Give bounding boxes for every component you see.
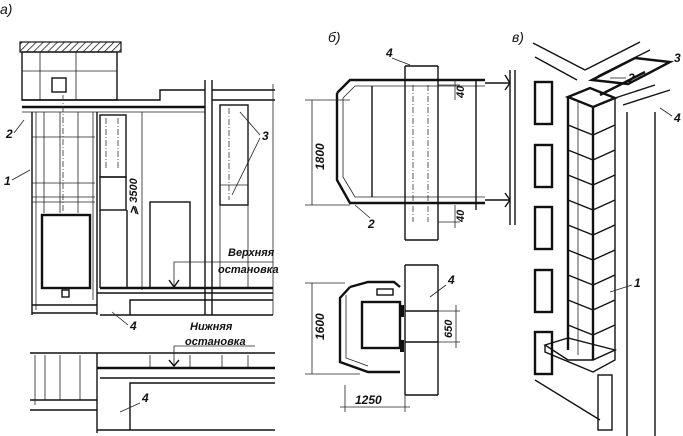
dim-1600: 1600 [313, 313, 327, 340]
panel-c-label: в) [512, 29, 524, 45]
upper-stop-marker: Верхняя остановка [168, 247, 279, 289]
callout-2: 2 [367, 217, 375, 231]
panel-b-plans: б) 1800 40 40 4 2 [305, 29, 516, 412]
machine-room [21, 51, 118, 101]
panel-a-callouts: 2 1 3 4 4 [4, 111, 269, 413]
roof-frame [587, 56, 675, 106]
dim-40-bottom: 40 [455, 209, 467, 223]
pillar [204, 80, 275, 315]
upper-stop-line1: Верхняя [228, 247, 275, 259]
height-dimension: ⩾ 3500 [128, 112, 143, 290]
tower-courses [567, 124, 616, 336]
lift-shaft [31, 95, 98, 315]
upper-floor-slab [97, 286, 273, 316]
callout-2: 2 [5, 127, 13, 141]
upper-stop-line2: остановка [218, 264, 279, 276]
dim-650: 650 [443, 319, 455, 338]
lower-stop-line2: остановка [185, 336, 246, 348]
height-dim-label: ⩾ 3500 [128, 177, 140, 215]
panel-b-label: б) [328, 29, 341, 45]
panel-c-callouts: 2 3 4 1 [609, 51, 681, 293]
lower-plan: 1600 650 1250 4 [305, 264, 460, 412]
counterweight-column [99, 114, 128, 288]
callout-1: 1 [634, 276, 641, 290]
panel-a-section: а) [0, 1, 279, 433]
callout-1: 1 [4, 174, 11, 188]
roof-hatch [19, 41, 122, 53]
lift-car [40, 213, 92, 290]
building-windows [533, 80, 554, 376]
panel-c-isometric: в) [512, 29, 681, 436]
dim-40-top: 40 [455, 85, 467, 99]
dim-1250: 1250 [355, 393, 382, 407]
callout-2: 2 [627, 71, 635, 85]
callout-4: 4 [385, 46, 393, 60]
panel-a-label: а) [0, 1, 12, 17]
winch-icon [51, 77, 67, 93]
callout-4-upper: 4 [129, 319, 137, 333]
lower-stop-line1: Нижняя [190, 321, 233, 333]
upper-plan: 1800 40 40 4 2 [305, 46, 516, 241]
lift-shaft-tower [534, 86, 619, 431]
callout-3: 3 [262, 129, 269, 143]
roof-beam [22, 89, 205, 113]
lower-section: Нижняя остановка [30, 321, 275, 433]
dim-1800: 1800 [313, 143, 327, 170]
callout-4-lower: 4 [141, 391, 149, 405]
callout-4: 4 [673, 111, 681, 125]
guide-frame [219, 104, 249, 288]
upper-door [149, 201, 191, 289]
callout-3: 3 [674, 51, 681, 65]
callout-4-lower: 4 [447, 273, 455, 287]
